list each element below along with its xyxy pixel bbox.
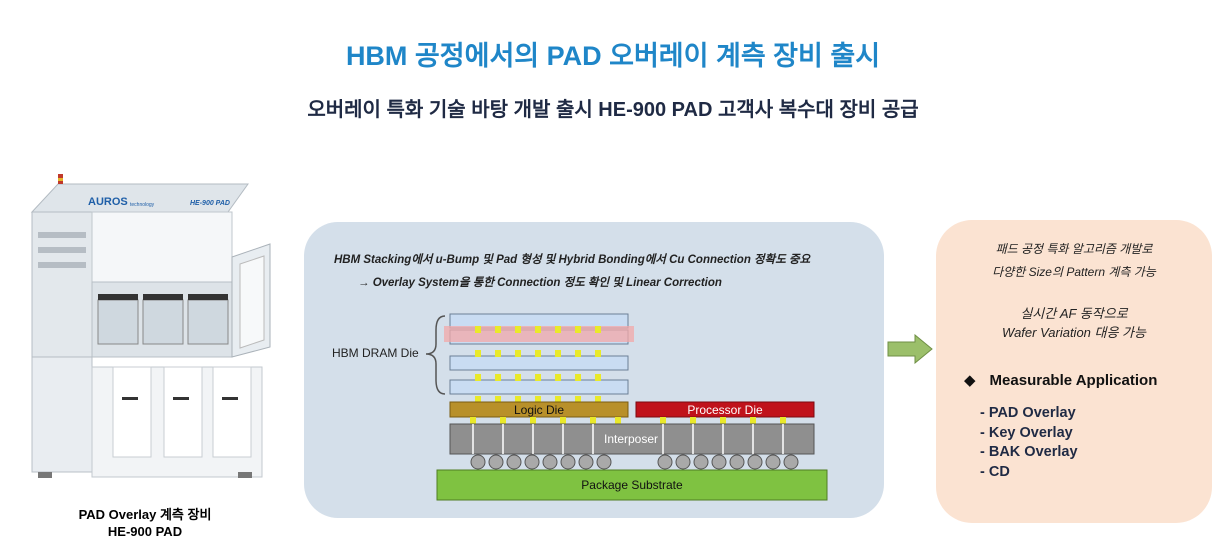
solder-balls	[470, 454, 799, 470]
package-substrate-label: Package Substrate	[581, 478, 683, 492]
equipment-caption-line1: PAD Overlay 계측 장비	[78, 507, 212, 522]
features-panel	[936, 220, 1212, 523]
processor-die-label: Processor Die	[687, 403, 763, 417]
application-item: - CD	[980, 463, 1010, 480]
feature-2-line2: Wafer Variation 대응 가능	[1002, 325, 1146, 340]
feature-2-line1: 실시간 AF 동작으로	[1020, 306, 1128, 321]
process-note-2: → Overlay System을 통한 Connection 정도 확인 및 …	[358, 277, 722, 289]
package-substrate	[436, 469, 828, 501]
right-arrow-icon	[887, 334, 933, 364]
hybrid-bond-highlight	[444, 326, 634, 342]
micro-bumps	[475, 326, 601, 402]
application-item: - Key Overlay	[980, 424, 1073, 441]
process-note-1: HBM Stacking에서 u-Bump 및 Pad 형성 및 Hybrid …	[334, 254, 811, 266]
measurable-application-title: Measurable Application	[989, 372, 1158, 389]
equipment-caption-line2: HE-900 PAD	[107, 524, 183, 539]
diamond-bullet-icon: ◆	[964, 372, 976, 389]
page-title: HBM 공정에서의 PAD 오버레이 계측 장비 출시	[345, 41, 881, 71]
dram-die	[449, 313, 629, 329]
hbm-brace	[425, 315, 446, 395]
feature-1-line1: 패드 공정 특화 알고리즘 개발로	[995, 242, 1153, 256]
hbm-dram-label: HBM DRAM Die	[332, 346, 419, 360]
equipment-image: AUROS technology HE-900 PAD	[30, 174, 271, 478]
brand-tag: technology	[130, 202, 155, 208]
feature-1-line2: 다양한 Size의 Pattern 계측 가능	[992, 265, 1156, 279]
application-list: - PAD Overlay - Key Overlay - BAK Overla…	[980, 404, 1078, 482]
application-item: - BAK Overlay	[980, 444, 1078, 460]
model-plate: HE-900 PAD	[190, 200, 230, 207]
interposer-label: Interposer	[604, 432, 658, 446]
dram-die	[449, 355, 629, 371]
application-item: - PAD Overlay	[980, 405, 1076, 421]
equipment-caption: PAD Overlay 계측 장비 HE-900 PAD	[40, 506, 250, 540]
hbm-stack-diagram: HBM DRAM Die Logic Die Processor Die Int…	[332, 313, 828, 501]
brand-logo: AUROS	[88, 196, 128, 208]
logic-die	[449, 401, 629, 418]
logic-die-label: Logic Die	[514, 403, 564, 417]
measurable-application-heading: ◆ Measurable Application	[964, 371, 1157, 389]
dram-die	[449, 379, 629, 395]
page-subtitle: 오버레이 특화 기술 바탕 개발 출시 HE-900 PAD 고객사 복수대 장…	[307, 99, 919, 121]
